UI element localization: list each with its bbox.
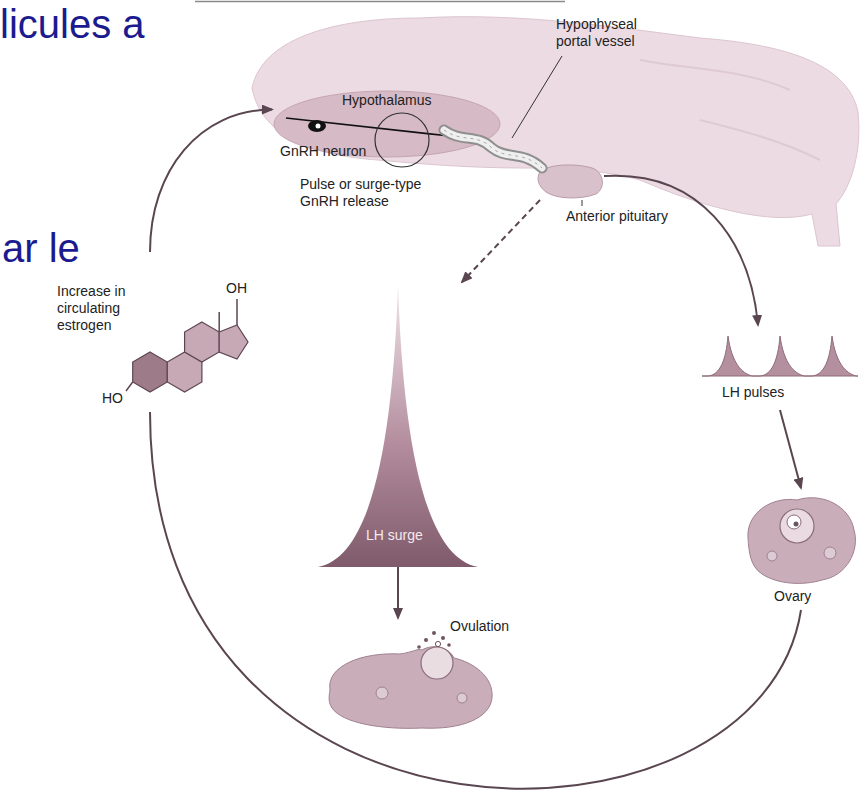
slide-text: ar le (2, 224, 80, 272)
flow-arrow (397, 567, 399, 618)
pulse-arrow (604, 176, 758, 325)
ovulating-ovary: Ovulation (322, 618, 522, 733)
flow-arrow (150, 110, 272, 252)
estrogen-molecule: Increase in circulating estrogen OH HO (50, 252, 255, 412)
ovary: Ovary (742, 488, 860, 610)
part-label: Anterior pituitary (566, 208, 668, 225)
lh-pulses-curve: LH pulses (700, 330, 860, 408)
flow-arrow (150, 412, 801, 789)
slide-rule (195, 1, 565, 3)
node-label: Hypothalamus (342, 92, 432, 109)
chem-group: HO (102, 390, 123, 407)
node-label: LH pulses (722, 384, 784, 401)
chem-group: OH (226, 280, 247, 297)
lh-surge-curve: LH surge (318, 285, 478, 567)
part-label: Hypophyseal portal vessel (556, 16, 656, 50)
slide-text: licules a (0, 0, 145, 48)
anterior-pituitary (538, 165, 602, 198)
node-shape (318, 285, 478, 567)
node-label: LH surge (366, 527, 423, 544)
node-label: Increase in circulating estrogen (57, 283, 142, 333)
node-shape (322, 618, 522, 733)
part-label: GnRH neuron (280, 143, 366, 160)
leader-line (582, 200, 583, 206)
part-label: Pulse or surge-type GnRH release (300, 176, 450, 210)
node-label: Ovary (774, 588, 811, 605)
brain-outline (252, 17, 859, 246)
leader-line (512, 56, 562, 138)
brain-fold (640, 60, 820, 160)
dashed-arrow (462, 200, 540, 282)
flow-arrow (780, 410, 801, 488)
node-label: Ovulation (450, 618, 509, 635)
